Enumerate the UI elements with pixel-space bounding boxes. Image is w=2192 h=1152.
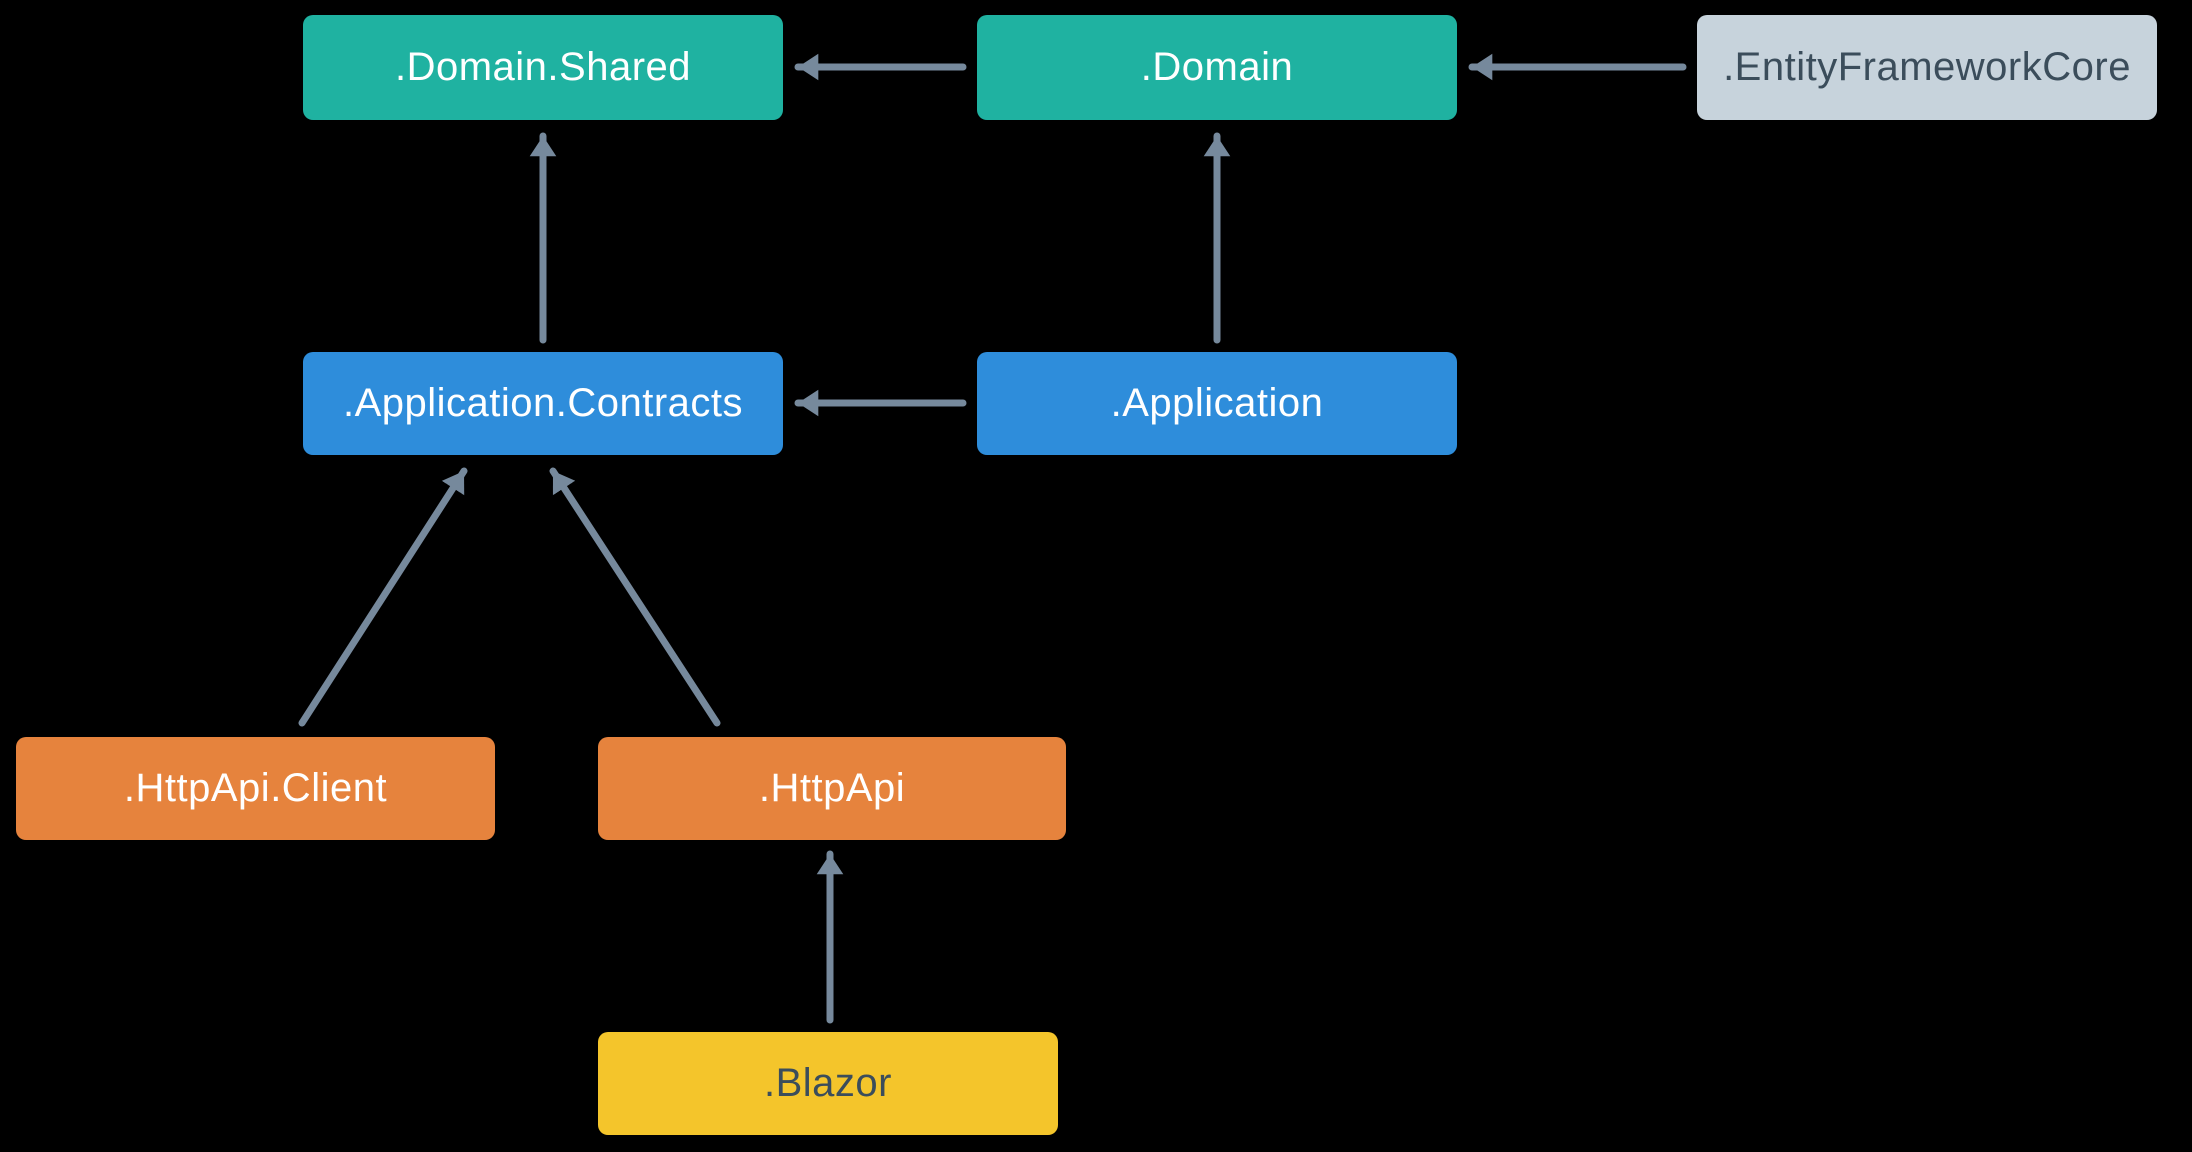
node-httpapi: .HttpApi (598, 737, 1066, 840)
arrow-httpapi-to-application-contracts (549, 467, 721, 727)
node-application-contracts: .Application.Contracts (303, 352, 783, 455)
node-entity-framework-core: .EntityFrameworkCore (1697, 15, 2157, 120)
node-httpapi-client: .HttpApi.Client (16, 737, 495, 840)
node-domain-shared: .Domain.Shared (303, 15, 783, 120)
arrow-httpapi-client-to-application-contracts (298, 467, 468, 727)
node-application: .Application (977, 352, 1457, 455)
node-domain: .Domain (977, 15, 1457, 120)
node-blazor: .Blazor (598, 1032, 1058, 1135)
